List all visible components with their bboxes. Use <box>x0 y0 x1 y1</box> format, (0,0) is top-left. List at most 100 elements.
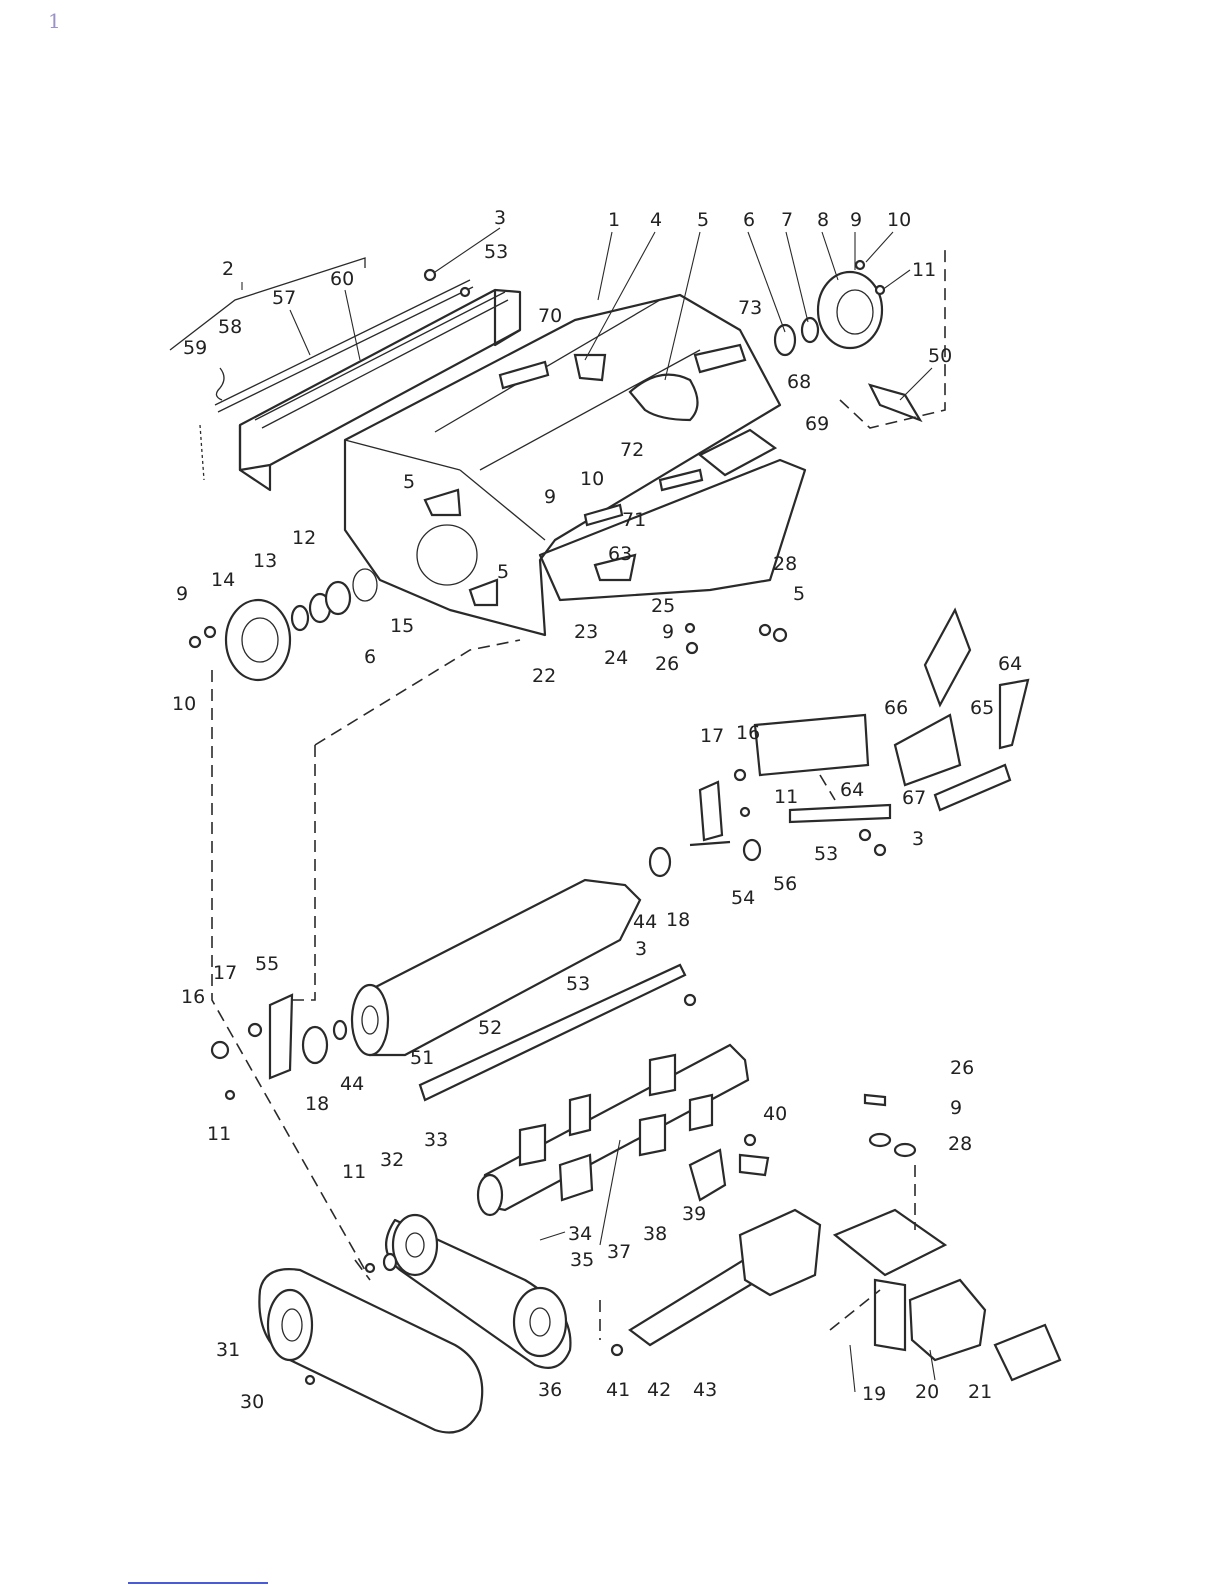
callout-8: 8 <box>817 209 829 231</box>
callout-39: 39 <box>682 1203 706 1225</box>
callout-36: 36 <box>538 1379 562 1401</box>
callout-37: 37 <box>607 1241 631 1263</box>
callout-23: 23 <box>574 621 598 643</box>
callout-11-right: 11 <box>774 786 798 808</box>
callout-55: 55 <box>255 953 279 975</box>
callout-7: 7 <box>781 209 793 231</box>
callout-21: 21 <box>968 1381 992 1403</box>
callout-9-housing: 9 <box>544 486 556 508</box>
callout-26-upper: 26 <box>655 653 679 675</box>
callout-9: 9 <box>850 209 862 231</box>
bearing-flange-right <box>775 272 920 420</box>
callout-58: 58 <box>218 316 242 338</box>
callout-10-left: 10 <box>172 693 196 715</box>
callout-20: 20 <box>915 1381 939 1403</box>
callout-28-upper: 28 <box>773 553 797 575</box>
callout-14: 14 <box>211 569 235 591</box>
callout-12: 12 <box>292 527 316 549</box>
callout-68: 68 <box>787 371 811 393</box>
callout-69: 69 <box>805 413 829 435</box>
callout-5-housing-lower: 5 <box>497 561 509 583</box>
callout-57: 57 <box>272 287 296 309</box>
callout-43: 43 <box>693 1379 717 1401</box>
callout-38: 38 <box>643 1223 667 1245</box>
callout-59: 59 <box>183 337 207 359</box>
main-housing <box>345 295 805 635</box>
callout-44-lower: 44 <box>340 1073 364 1095</box>
callout-28-lower: 28 <box>948 1133 972 1155</box>
callout-33: 33 <box>424 1129 448 1151</box>
callout-10-housing: 10 <box>580 468 604 490</box>
callout-18: 18 <box>305 1093 329 1115</box>
callout-52: 52 <box>478 1017 502 1039</box>
callout-67: 67 <box>902 787 926 809</box>
callout-64-lower: 64 <box>840 779 864 801</box>
callout-41: 41 <box>606 1379 630 1401</box>
callout-34: 34 <box>568 1223 592 1245</box>
callout-64-upper: 64 <box>998 653 1022 675</box>
callout-3: 3 <box>494 207 506 229</box>
callout-72: 72 <box>620 439 644 461</box>
rotor-bracket-left <box>212 995 292 1078</box>
callout-30: 30 <box>240 1391 264 1413</box>
callout-10: 10 <box>887 209 911 231</box>
page-corner-mark: 1 <box>48 9 61 33</box>
callout-16-right: 16 <box>736 722 760 744</box>
callout-9-mid: 9 <box>662 621 674 643</box>
callout-4: 4 <box>650 209 662 231</box>
gearbox-assembly <box>630 1095 1060 1380</box>
callout-2: 2 <box>222 258 234 280</box>
callout-25: 25 <box>651 595 675 617</box>
callout-17: 17 <box>213 962 237 984</box>
callout-19: 19 <box>862 1383 886 1405</box>
callout-24: 24 <box>604 647 628 669</box>
callout-54: 54 <box>731 887 755 909</box>
callout-22: 22 <box>532 665 556 687</box>
callout-11: 11 <box>912 259 936 281</box>
callout-70: 70 <box>538 305 562 327</box>
callout-53-mid: 53 <box>814 843 838 865</box>
callout-35: 35 <box>570 1249 594 1271</box>
callout-13: 13 <box>253 550 277 572</box>
callout-53-top: 53 <box>484 241 508 263</box>
bearing-flange-left <box>226 569 377 680</box>
callout-11-lower: 11 <box>342 1161 366 1183</box>
callout-5-housing: 5 <box>403 471 415 493</box>
callout-66: 66 <box>884 697 908 719</box>
callout-16: 16 <box>181 986 205 1008</box>
callout-6: 6 <box>743 209 755 231</box>
callout-44-upper: 44 <box>633 911 657 933</box>
callout-1: 1 <box>608 209 620 231</box>
callout-9-left: 9 <box>176 583 188 605</box>
callout-60: 60 <box>330 268 354 290</box>
callout-42: 42 <box>647 1379 671 1401</box>
callout-31: 31 <box>216 1339 240 1361</box>
callout-11-left: 11 <box>207 1123 231 1145</box>
callout-40: 40 <box>763 1103 787 1125</box>
callout-26-lower: 26 <box>950 1057 974 1079</box>
callout-71: 71 <box>622 509 646 531</box>
page-bottom-rule <box>128 1582 268 1584</box>
callout-32: 32 <box>380 1149 404 1171</box>
callout-50: 50 <box>928 345 952 367</box>
callout-3-right: 3 <box>912 828 924 850</box>
flail-shaft <box>478 1045 768 1215</box>
belt-drive <box>259 1215 570 1433</box>
callout-56: 56 <box>773 873 797 895</box>
callout-15: 15 <box>390 615 414 637</box>
callout-17-right: 17 <box>700 725 724 747</box>
callout-63: 63 <box>608 543 632 565</box>
callout-65: 65 <box>970 697 994 719</box>
callout-6-left: 6 <box>364 646 376 668</box>
rotor-bracket-right <box>650 782 760 876</box>
callout-3-lower: 3 <box>635 938 647 960</box>
callout-5-right: 5 <box>793 583 805 605</box>
rotor-roller <box>303 880 640 1063</box>
callout-73: 73 <box>738 297 762 319</box>
callout-9-lower: 9 <box>950 1097 962 1119</box>
callout-18-right: 18 <box>666 909 690 931</box>
callout-51: 51 <box>410 1047 434 1069</box>
callout-53-low: 53 <box>566 973 590 995</box>
callout-5: 5 <box>697 209 709 231</box>
